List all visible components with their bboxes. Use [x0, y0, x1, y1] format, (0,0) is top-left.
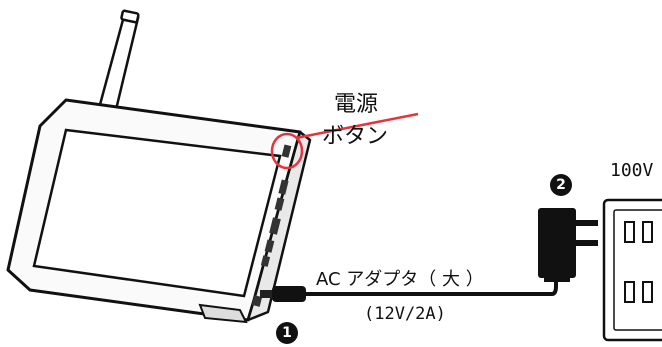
dc-plug — [260, 286, 306, 302]
monitor-screen — [32, 128, 282, 298]
power-button-highlight — [270, 132, 304, 170]
wall-outlet — [602, 198, 662, 342]
side-buttons — [251, 179, 289, 307]
ac-adapter — [538, 208, 598, 282]
adapter-label: AC アダプタ（ 大 ） — [316, 269, 484, 290]
monitor — [6, 98, 312, 324]
step-1-badge: 1 — [276, 322, 298, 344]
power-button-label-line2: ボタン — [322, 124, 389, 149]
antenna — [96, 9, 140, 120]
adapter-spec-label: (12V/2A) — [364, 304, 446, 324]
step-2-badge: 2 — [550, 174, 572, 196]
power-button-label-line1: 電源 — [334, 92, 379, 117]
adapter-cable — [304, 270, 558, 296]
power-button[interactable] — [281, 144, 292, 158]
voltage-label: 100V — [610, 160, 654, 181]
power-button-leader — [295, 112, 419, 140]
